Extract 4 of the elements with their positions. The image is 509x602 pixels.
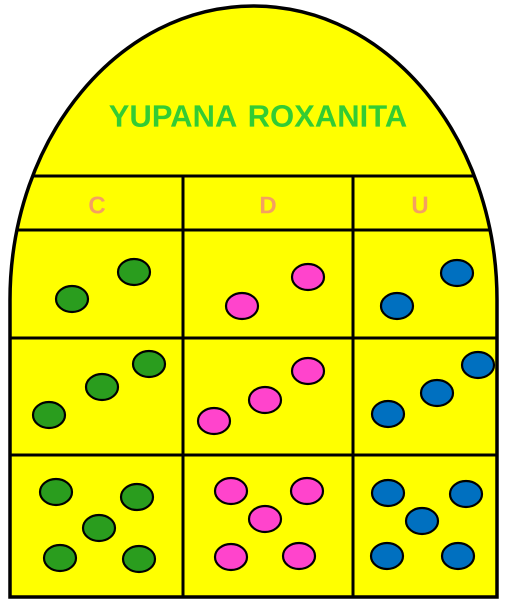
column-header: U: [412, 196, 428, 214]
title: YUPANA ROXANITA: [109, 105, 406, 127]
column-header: C: [89, 196, 105, 214]
column-header: D: [260, 196, 276, 214]
